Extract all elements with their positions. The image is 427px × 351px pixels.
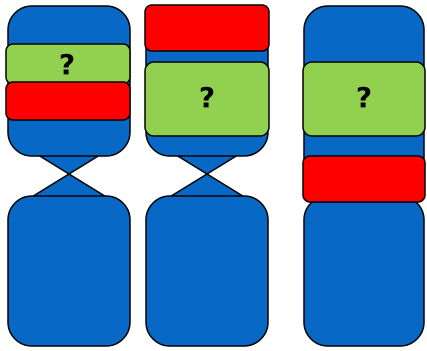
chromosome-right-question-mark: ? xyxy=(356,81,372,114)
chromosome-left-question-mark: ? xyxy=(59,48,75,81)
chromosome-right-green-band xyxy=(302,61,426,137)
chromosome-middle-centromere-cross xyxy=(165,149,249,199)
chromosome-left-lower-arm xyxy=(7,195,131,347)
chromosome-middle: ? xyxy=(144,4,270,347)
chromosome-left-red-band xyxy=(5,81,131,121)
chromosome-middle-lower-arm xyxy=(145,195,269,347)
chromosome-left: ? xyxy=(5,5,131,347)
chromosome-middle-question-mark: ? xyxy=(199,81,215,114)
chromosome-middle-green-band xyxy=(144,61,270,137)
chromosome-right-red-band xyxy=(302,155,426,203)
chromosome-left-centromere-cross xyxy=(27,149,111,199)
chromosome-middle-red-band xyxy=(144,4,270,52)
chromosome-right: ? xyxy=(302,5,426,347)
chromosome-right-lower-arm xyxy=(303,195,425,347)
